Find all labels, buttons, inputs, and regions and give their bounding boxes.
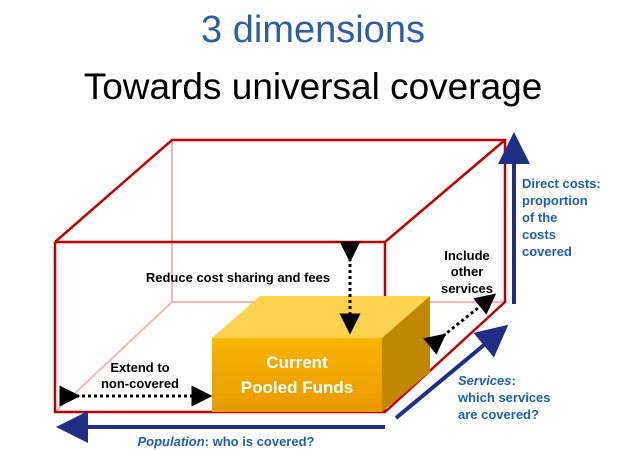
- services-label: Services: which services are covered?: [457, 373, 551, 422]
- include-services-double-arrow: [423, 293, 497, 355]
- page-title: 3 dimensions: [201, 9, 425, 51]
- include-services-line1: Include: [444, 248, 490, 263]
- extend-coverage-line1: Extend to: [110, 360, 169, 375]
- direct-costs-line1: Direct costs:: [522, 176, 601, 191]
- pooled-funds-block: Current Pooled Funds: [212, 296, 430, 412]
- pooled-funds-label-line1: Current: [266, 353, 328, 372]
- direct-costs-line2: proportion: [522, 193, 588, 208]
- services-colon: :: [512, 373, 516, 388]
- direct-costs-line4: costs: [522, 227, 556, 242]
- include-services-line3: services: [441, 281, 493, 296]
- page-subtitle: Towards universal coverage: [83, 66, 543, 107]
- include-services-line2: other: [451, 264, 484, 279]
- direct-costs-line3: of the: [522, 210, 557, 225]
- extend-coverage-line2: non-covered: [101, 376, 179, 391]
- services-term: Services: [458, 373, 512, 388]
- population-label: Population: who is covered?: [138, 434, 315, 449]
- services-line2: which services: [457, 390, 551, 405]
- direct-costs-line5: covered: [522, 244, 572, 259]
- reduce-cost-label: Reduce cost sharing and fees: [146, 270, 330, 285]
- population-rest: : who is covered?: [205, 434, 315, 449]
- direct-costs-label: Direct costs: proportion of the costs co…: [522, 176, 601, 259]
- services-line1: Services:: [458, 373, 516, 388]
- pooled-funds-label-line2: Pooled Funds: [241, 378, 353, 397]
- services-line3: are covered?: [458, 407, 539, 422]
- population-term: Population: [138, 434, 205, 449]
